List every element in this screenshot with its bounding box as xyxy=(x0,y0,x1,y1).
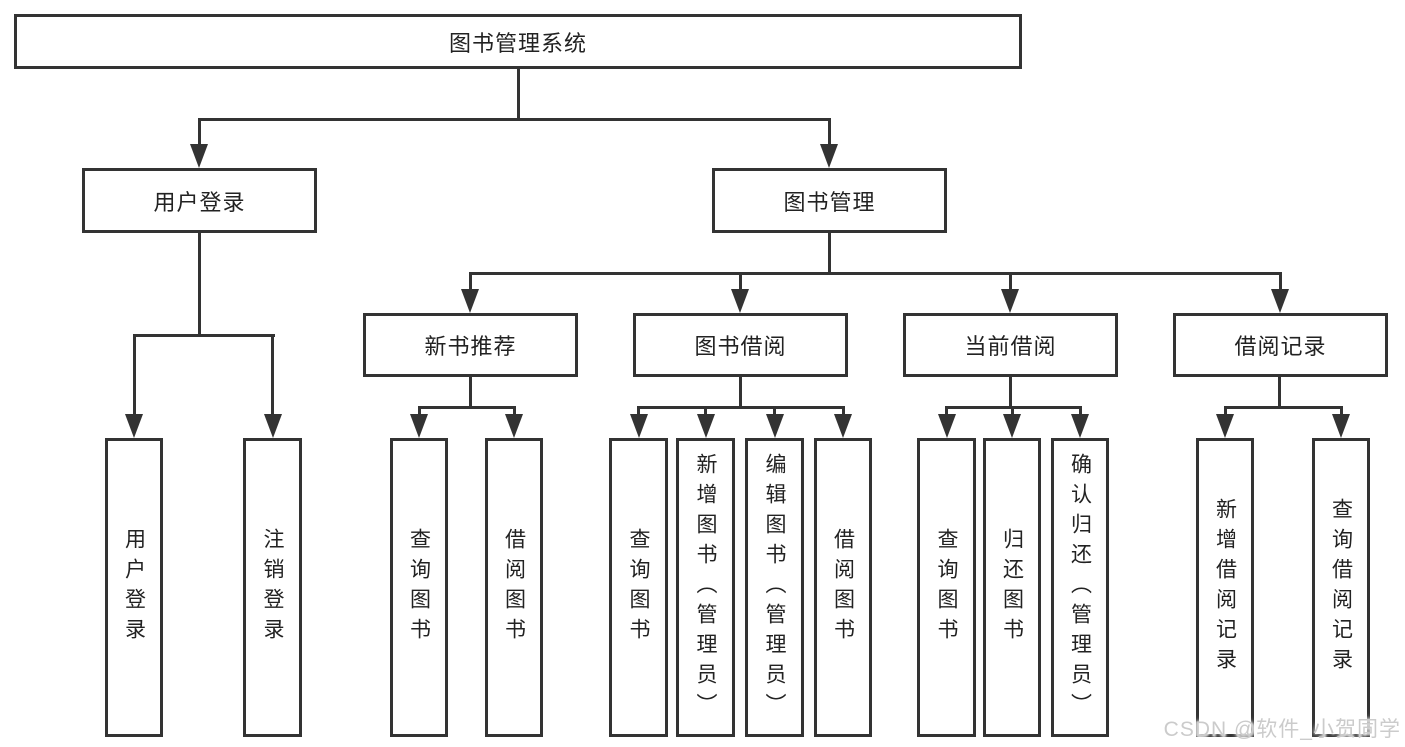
connector-bar xyxy=(637,406,845,409)
arrowhead-down xyxy=(410,414,428,438)
leaf-add-book-admin-label: 新增图书（管理员） xyxy=(694,452,718,723)
leaf-confirm-return-admin: 确认归还（管理员） xyxy=(1051,438,1109,737)
node-root-label: 图书管理系统 xyxy=(448,30,587,56)
connector-stem xyxy=(197,233,201,337)
leaf-query-borrow-record-label: 查询借阅记录 xyxy=(1329,497,1353,678)
connector-drop xyxy=(1223,406,1227,418)
leaf-borrow-books: 借阅图书 xyxy=(814,438,872,737)
leaf-user-login: 用户登录 xyxy=(105,438,163,737)
connector-stem xyxy=(1008,377,1012,409)
leaf-logout-label: 注销登录 xyxy=(261,527,285,648)
leaf-return-book-label: 归还图书 xyxy=(1000,527,1024,648)
leaf-query-books-borrow-label: 查询图书 xyxy=(627,527,651,648)
arrowhead-down xyxy=(696,414,715,438)
arrowhead-down xyxy=(629,414,648,438)
leaf-add-book-admin: 新增图书（管理员） xyxy=(676,438,735,737)
leaf-query-books-current-label: 查询图书 xyxy=(935,527,959,648)
node-root: 图书管理系统 xyxy=(14,14,1022,69)
connector-stem xyxy=(468,377,472,409)
connector-bar xyxy=(132,334,275,337)
connector-drop xyxy=(637,406,640,418)
leaf-add-borrow-record-label: 新增借阅记录 xyxy=(1213,497,1237,678)
leaf-user-login-label: 用户登录 xyxy=(122,527,146,648)
arrowhead-down xyxy=(461,289,479,313)
connector-drop xyxy=(417,406,421,418)
arrowhead-down xyxy=(1271,289,1289,313)
node-new-book-recommend: 新书推荐 xyxy=(363,313,578,377)
node-book-management: 图书管理 xyxy=(712,168,947,233)
connector-drop xyxy=(1078,406,1082,418)
leaf-logout: 注销登录 xyxy=(243,438,302,737)
leaf-borrow-books-recommend-label: 借阅图书 xyxy=(502,527,526,648)
connector-stem xyxy=(1278,377,1281,409)
connector-drop xyxy=(841,406,845,418)
node-current-borrow: 当前借阅 xyxy=(903,313,1118,377)
connector-drop xyxy=(773,406,776,418)
node-borrow-records-label: 借阅记录 xyxy=(1234,334,1327,359)
leaf-query-borrow-record: 查询借阅记录 xyxy=(1312,438,1370,737)
connector-drop xyxy=(512,406,516,418)
arrowhead-down xyxy=(263,414,282,438)
node-user-login: 用户登录 xyxy=(82,168,317,233)
arrowhead-down xyxy=(820,144,838,168)
node-current-borrow-label: 当前借阅 xyxy=(964,334,1057,359)
connector-drop xyxy=(197,118,201,146)
connector-drop xyxy=(827,118,831,146)
connector-drop xyxy=(1008,272,1012,292)
watermark: CSDN @软件_小贺同学 xyxy=(1163,718,1401,741)
connector-drop xyxy=(738,272,742,292)
leaf-edit-book-admin-label: 编辑图书（管理员） xyxy=(763,452,787,723)
leaf-borrow-books-recommend: 借阅图书 xyxy=(485,438,543,737)
leaf-query-books-borrow: 查询图书 xyxy=(609,438,668,737)
arrowhead-down xyxy=(505,414,523,438)
connector-bar xyxy=(468,272,1282,275)
leaf-borrow-books-label: 借阅图书 xyxy=(831,527,855,648)
node-book-borrow-label: 图书借阅 xyxy=(694,334,787,359)
arrowhead-down xyxy=(1071,414,1089,438)
connector-drop xyxy=(1010,406,1014,418)
arrowhead-down xyxy=(1003,414,1021,438)
connector-stem xyxy=(516,69,520,119)
arrowhead-down xyxy=(1001,289,1019,313)
connector-bar xyxy=(417,406,516,409)
arrowhead-down xyxy=(125,414,143,438)
leaf-query-books-recommend-label: 查询图书 xyxy=(407,527,431,648)
connector-drop xyxy=(945,406,948,418)
leaf-return-book: 归还图书 xyxy=(983,438,1041,737)
arrowhead-down xyxy=(1332,414,1350,438)
arrowhead-down xyxy=(834,414,852,438)
connector-drop xyxy=(1278,272,1282,292)
connector-bar xyxy=(197,118,831,121)
arrowhead-down xyxy=(190,144,208,168)
leaf-query-books-current: 查询图书 xyxy=(917,438,976,737)
node-book-borrow: 图书借阅 xyxy=(633,313,848,377)
connector-drop xyxy=(468,272,472,292)
connector-stem xyxy=(738,377,742,409)
connector-bar xyxy=(1223,406,1343,409)
arrowhead-down xyxy=(765,414,784,438)
arrowhead-down xyxy=(937,414,956,438)
arrowhead-down xyxy=(731,289,749,313)
node-new-book-recommend-label: 新书推荐 xyxy=(424,334,517,359)
connector-stem xyxy=(827,233,831,275)
leaf-query-books-recommend: 查询图书 xyxy=(390,438,448,737)
leaf-edit-book-admin: 编辑图书（管理员） xyxy=(745,438,804,737)
arrowhead-down xyxy=(1216,414,1234,438)
leaf-add-borrow-record: 新增借阅记录 xyxy=(1196,438,1254,737)
connector-drop xyxy=(704,406,707,418)
node-user-login-label: 用户登录 xyxy=(153,189,246,215)
node-book-management-label: 图书管理 xyxy=(783,189,876,215)
node-borrow-records: 借阅记录 xyxy=(1173,313,1388,377)
connector-drop xyxy=(271,334,274,416)
connector-drop xyxy=(132,334,136,416)
connector-drop xyxy=(1339,406,1343,418)
leaf-confirm-return-admin-label: 确认归还（管理员） xyxy=(1068,452,1092,723)
